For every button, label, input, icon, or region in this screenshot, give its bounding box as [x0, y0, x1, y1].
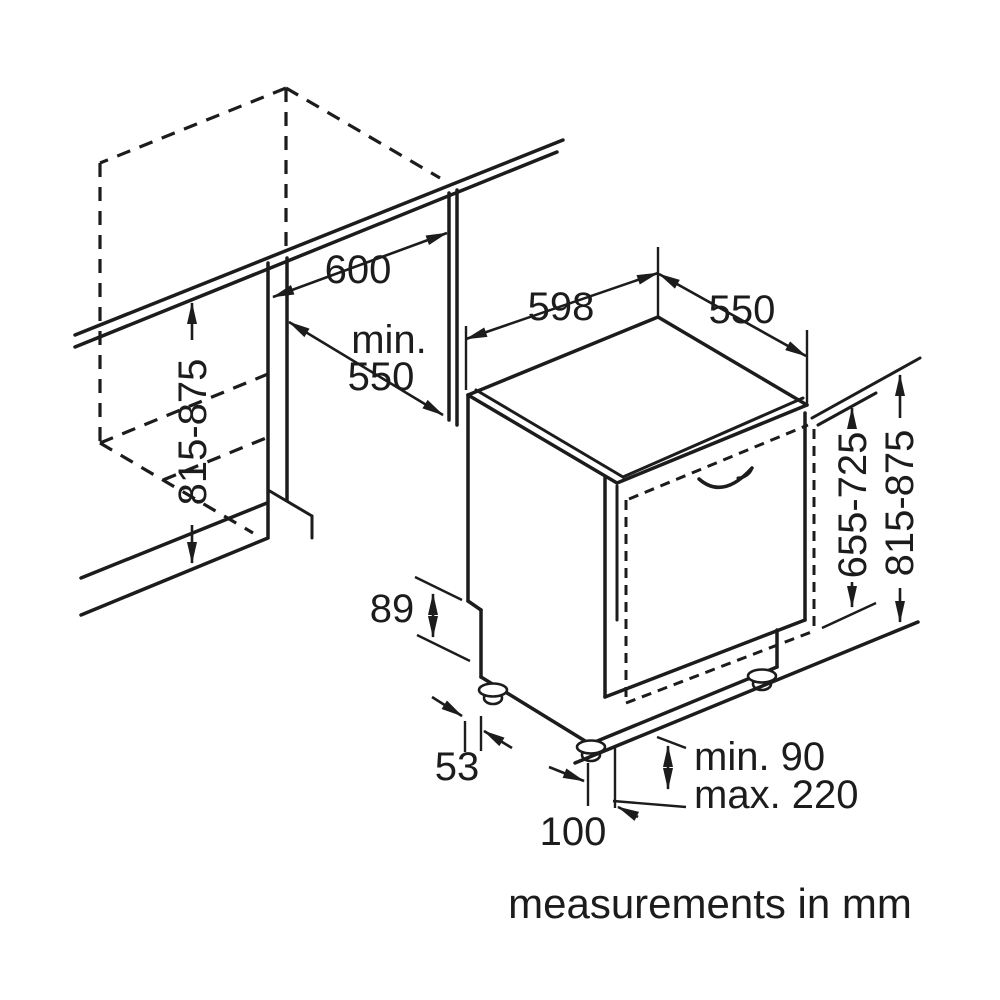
decor-panel-top-edge	[628, 423, 809, 501]
dim-door-panel-height-label: 655-725	[831, 432, 875, 579]
dim-foot-offset-label: 100	[540, 810, 607, 854]
dim-appliance-depth: 550	[658, 272, 809, 404]
dim-plinth-min-label: min. 90	[694, 735, 825, 779]
dishwasher	[466, 315, 816, 763]
dim-niche-depth-prefix: min.	[351, 318, 427, 362]
side-panel-bottom-step	[466, 599, 483, 612]
door-handle-curl-icon	[736, 466, 754, 480]
top-face-inner-left-edge	[474, 388, 625, 479]
niche-box-bottom-edge	[162, 436, 267, 482]
top-face-front-right-edge	[615, 403, 809, 485]
dim-side-panel-offset: 53	[431, 695, 513, 789]
dim-niche-depth-value: 550	[348, 355, 415, 399]
niche-box-top-right-edge	[285, 86, 441, 180]
dim-appliance-width: 598	[464, 247, 660, 390]
door-bottom-edge	[603, 618, 807, 699]
dim-niche-depth: min. 550	[288, 318, 444, 417]
countertop-front-edge	[73, 150, 559, 349]
niche-box-bottom-back-edge	[99, 372, 269, 445]
floor-line-left-upper	[79, 501, 269, 580]
cabinet-toe-kick-edge	[266, 488, 314, 518]
countertop-right-top-edge	[810, 356, 922, 420]
dim-base-recess-height-label: 89	[370, 587, 415, 631]
adjustable-foot-left	[477, 682, 509, 706]
top-face-front-left-edge	[466, 393, 619, 485]
countertop-top-edge	[73, 138, 565, 337]
top-face-inner-right-edge	[621, 396, 805, 479]
dim-plinth-height: min. 90 max. 220	[612, 735, 859, 817]
dim-appliance-depth-label: 550	[709, 288, 776, 332]
niche-box-top-left-edge	[99, 86, 287, 165]
floor-line-left-lower	[79, 536, 270, 617]
dim-base-recess-height: 89	[370, 575, 471, 663]
dim-niche-height-left-label: 815-875	[171, 359, 215, 506]
niche-volume-dashed-box	[98, 86, 441, 535]
dim-niche-width: 600	[272, 231, 448, 299]
dim-niche-width-label: 600	[325, 248, 392, 292]
footnote-measurements-unit: measurements in mm	[508, 880, 912, 927]
floor-line-right	[573, 620, 920, 765]
dim-niche-height-right: 815-875	[878, 374, 922, 623]
dim-plinth-max-label: max. 220	[694, 773, 859, 817]
dim-foot-offset: 100	[540, 746, 640, 854]
niche-cabinet	[79, 188, 459, 617]
dim-niche-height-left: 815-875	[171, 302, 215, 564]
door-bottom-extension-line	[821, 601, 877, 630]
dim-niche-height-right-label: 815-875	[878, 430, 922, 577]
dim-appliance-width-label: 598	[528, 285, 595, 329]
base-bottom-front-edge	[588, 665, 779, 746]
dim-door-panel-height: 655-725	[831, 407, 875, 608]
dim-side-panel-offset-label: 53	[435, 745, 480, 789]
